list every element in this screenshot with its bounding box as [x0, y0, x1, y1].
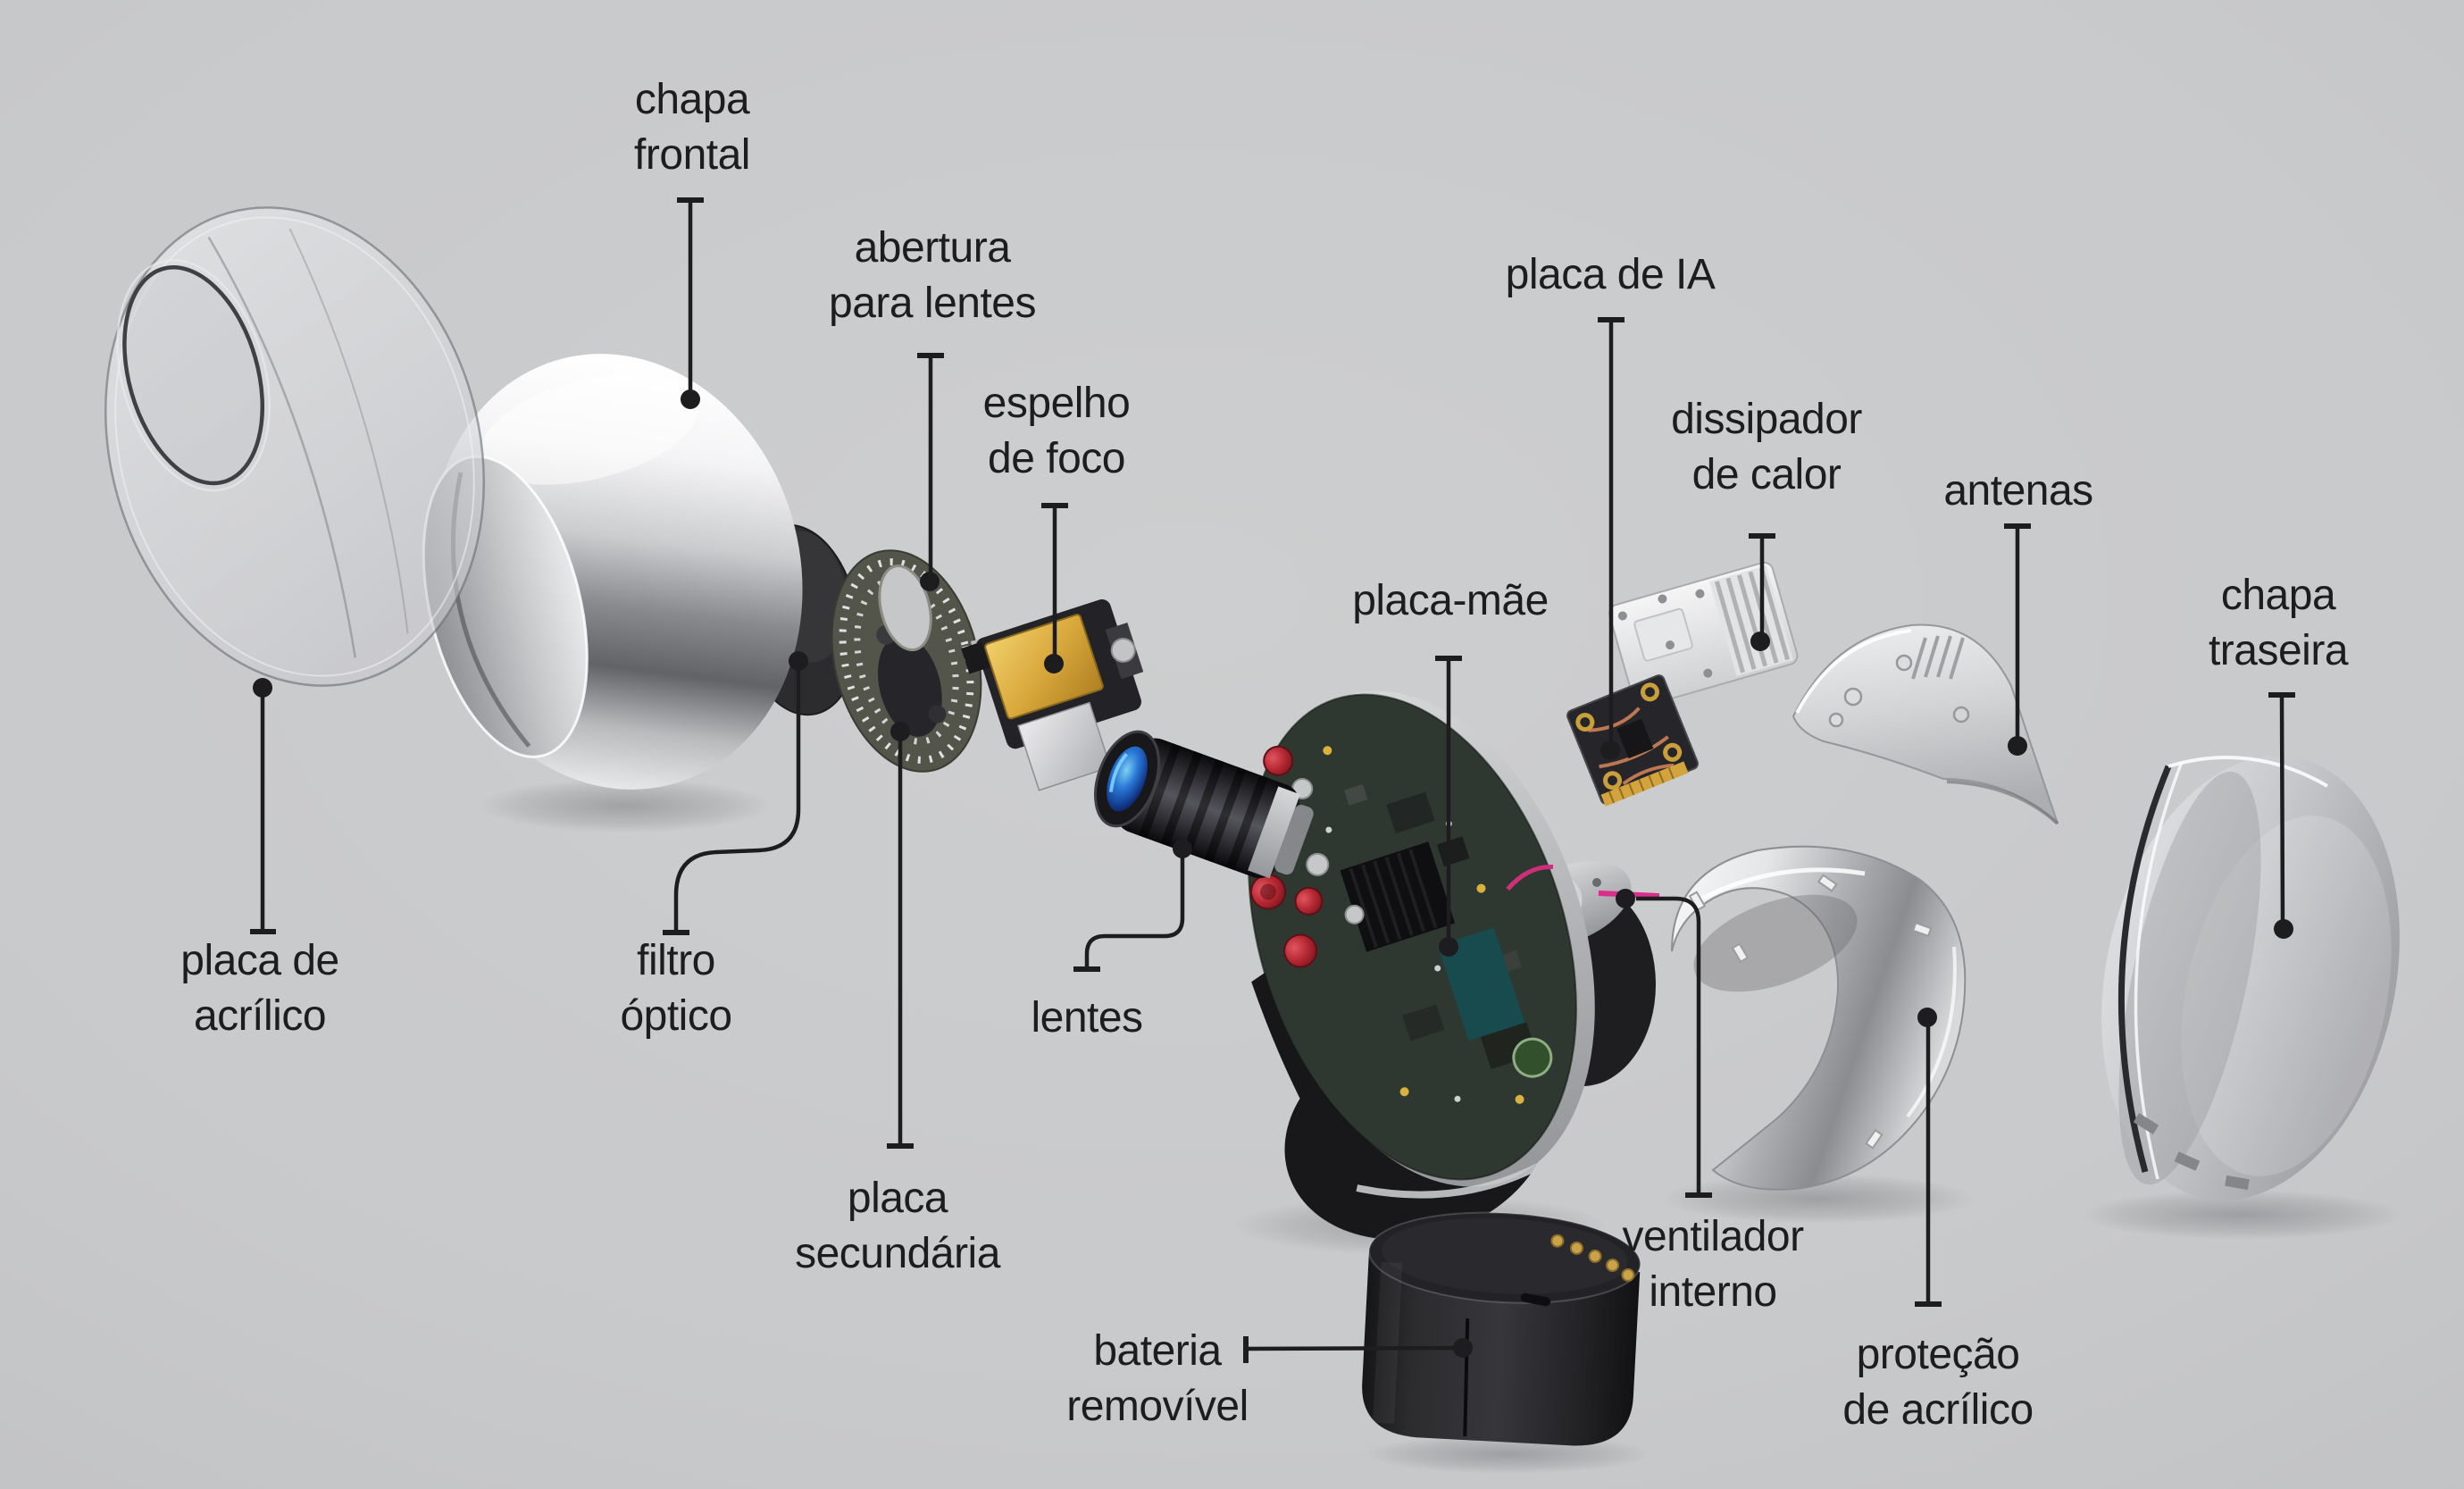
secondary-board-figure: [831, 549, 995, 773]
leader-bateria-removivel: [1243, 1336, 1473, 1363]
leader-ventilador-interno: [1616, 889, 1712, 1198]
label-lentes: lentes: [1031, 994, 1143, 1041]
ai-board-figure: [1566, 674, 1699, 807]
leader-placa-de-ia: [1598, 317, 1625, 760]
label-placa-mae: placa-mãe: [1352, 577, 1549, 624]
leader-filtro-optico: [663, 651, 808, 935]
leader-protecao-de-acrilico: [1915, 1008, 1942, 1307]
leader-placa-secundaria: [887, 722, 914, 1149]
battery-figure: [1362, 1211, 1641, 1446]
leader-placa-de-acrilico: [250, 678, 276, 934]
board-components: [1323, 746, 1554, 1104]
leader-chapa-traseira: [2268, 692, 2295, 939]
leader-lentes: [1073, 839, 1192, 972]
leader-placa-mae: [1435, 656, 1462, 957]
acrylic-front-plate-figure: [104, 206, 485, 687]
lens-assembly-figure: [1094, 730, 1314, 879]
heatsink-figure: [1608, 561, 1799, 707]
label-placa-de-ia: placa de IA: [1505, 251, 1716, 298]
leader-dissipador-de-calor: [1749, 533, 1775, 651]
leader-lines: [250, 197, 2295, 1363]
antennas-figure: [1792, 623, 2059, 825]
label-antenas: antenas: [1943, 467, 2093, 514]
leader-espelho-de-foco: [1041, 503, 1068, 673]
chrome-front-plate-figure: [422, 354, 803, 790]
acrylic-protection-figure: [1671, 845, 1967, 1191]
leader-antenas: [2004, 523, 2031, 756]
leader-chapa-frontal: [677, 197, 704, 409]
back-plate-figure: [2101, 755, 2400, 1200]
focus-mirror-figure: [961, 598, 1144, 791]
battery-contacts: [1550, 1234, 1635, 1282]
leader-abertura-para-lentes: [917, 353, 944, 591]
